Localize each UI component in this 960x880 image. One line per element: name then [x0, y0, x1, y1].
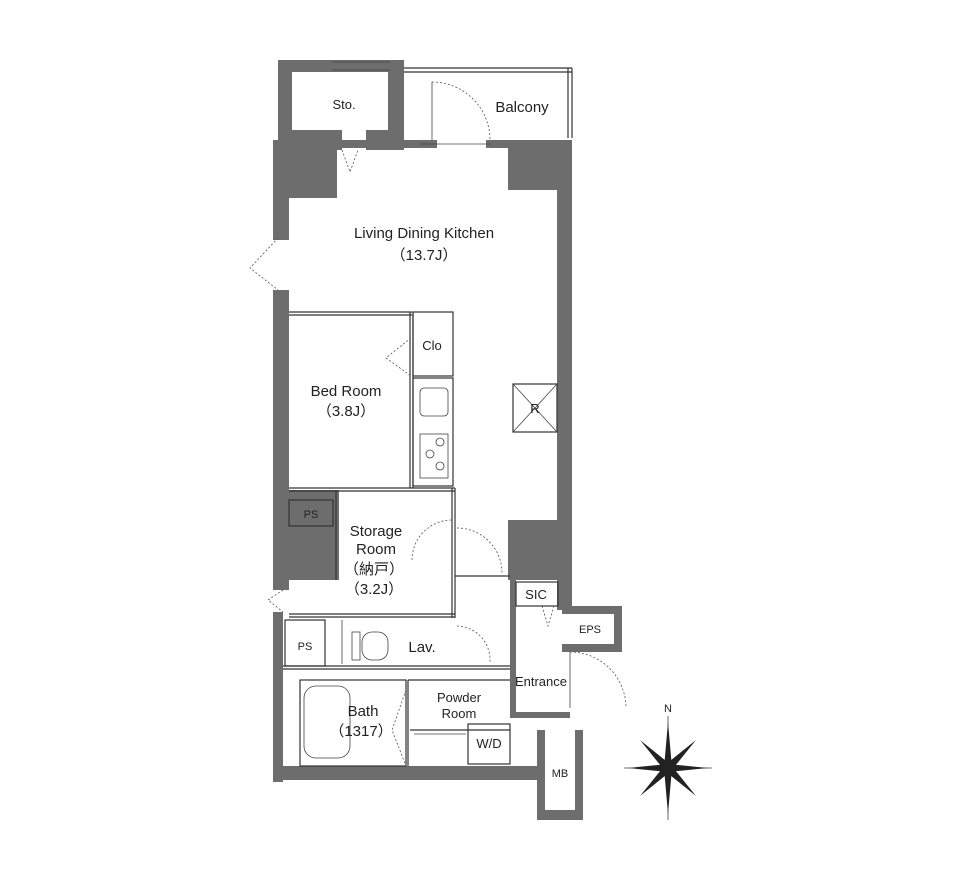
room-label-powder-2: Room — [442, 706, 477, 721]
room-label-sto: Sto. — [332, 97, 355, 112]
refrigerator-label: R — [530, 401, 539, 416]
room-label-eps: EPS — [579, 624, 601, 636]
room-size-bath: （1317） — [329, 723, 392, 740]
room-label-ps-upper: PS — [304, 509, 319, 521]
room-label-sic: SIC — [525, 587, 547, 602]
doors — [249, 81, 627, 767]
room-label-lav: Lav. — [408, 639, 435, 656]
room-label-storage-2: Room — [356, 541, 396, 558]
room-label-entrance: Entrance — [515, 674, 567, 689]
room-label-balcony: Balcony — [495, 99, 549, 116]
compass-rose-icon: N — [624, 703, 712, 820]
room-size-bedroom: （3.8J） — [317, 403, 375, 420]
stove-icon — [425, 437, 445, 471]
room-label-mb: MB — [552, 768, 569, 780]
room-label-clo: Clo — [422, 338, 442, 353]
room-label-ldk: Living Dining Kitchen — [354, 225, 494, 242]
room-label-powder-1: Powder — [437, 690, 482, 705]
room-label-storage-1: Storage — [350, 523, 403, 540]
interior-lines — [283, 61, 573, 767]
refrigerator-symbol — [512, 383, 558, 433]
walls — [273, 60, 622, 820]
room-size-ldk: （13.7J） — [391, 247, 458, 264]
room-label-bath: Bath — [348, 703, 379, 720]
room-label-storage-3: （納戸） — [344, 561, 404, 578]
washer-label: W/D — [476, 736, 501, 751]
room-size-storage: （3.2J） — [345, 581, 403, 598]
room-label-bedroom: Bed Room — [311, 383, 382, 400]
room-label-ps-lower: PS — [298, 641, 313, 653]
compass-north-label: N — [664, 703, 672, 715]
